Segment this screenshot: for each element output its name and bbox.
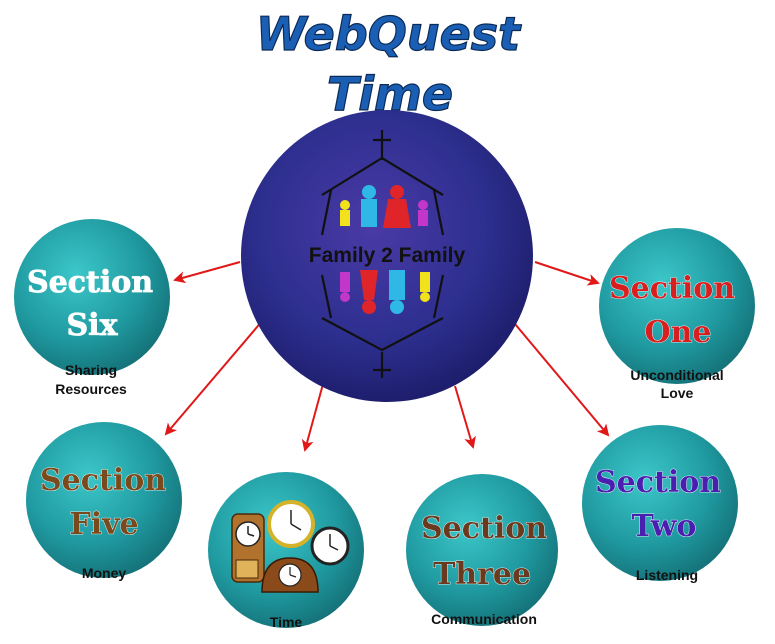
section-one-subtitle: One [644, 315, 711, 350]
time-caption: Time [270, 614, 303, 630]
church-family-icon [320, 130, 445, 378]
section-five-caption: Money [82, 565, 127, 581]
family-figures-icon [340, 185, 430, 314]
section-five-subtitle: Five [69, 507, 138, 542]
section-six-caption-1: Sharing [65, 362, 117, 378]
arrows [164, 261, 610, 452]
section-one-caption-1: Unconditional [630, 367, 723, 383]
center-globe [241, 110, 533, 402]
arrow-to-time [301, 383, 324, 452]
section-six-caption-2: Resources [55, 381, 127, 397]
section-two-subtitle: Two [632, 509, 697, 544]
node-section-one[interactable]: Section One Unconditional Love [599, 228, 755, 401]
section-one-globe [599, 228, 755, 384]
arrow-to-section-three [454, 385, 476, 449]
arrow-to-section-one [534, 261, 600, 286]
node-section-six[interactable]: Section Six Sharing Resources [14, 219, 170, 397]
arrow-to-section-two [509, 317, 610, 437]
section-one-caption-2: Love [661, 385, 694, 401]
section-six-globe [14, 219, 170, 375]
node-time[interactable]: Time [208, 472, 364, 630]
center-node[interactable]: Family 2 Family [241, 110, 533, 402]
section-one-title: Section [609, 271, 735, 306]
section-three-caption: Communication [431, 611, 537, 627]
section-three-globe [406, 474, 558, 626]
arrow-to-section-five [164, 319, 264, 436]
node-section-five[interactable]: Section Five Money [26, 422, 182, 581]
section-two-title: Section [595, 465, 721, 500]
section-five-globe [26, 422, 182, 578]
section-five-title: Section [40, 463, 166, 498]
section-three-title: Section [421, 511, 547, 546]
section-two-caption: Listening [636, 567, 698, 583]
time-globe [208, 472, 364, 628]
node-section-two[interactable]: Section Two Listening [582, 425, 738, 583]
section-six-subtitle: Six [67, 308, 119, 343]
section-three-subtitle: Three [433, 557, 531, 592]
clocks-icon [231, 500, 350, 593]
node-section-three[interactable]: Section Three Communication [406, 474, 558, 627]
section-two-globe [582, 425, 738, 581]
arrow-to-section-six [173, 261, 241, 284]
title-line1: WebQuest [256, 7, 522, 61]
title-line2: Time [327, 67, 453, 121]
section-six-title: Section [27, 265, 153, 300]
center-label: Family 2 Family [309, 244, 466, 267]
